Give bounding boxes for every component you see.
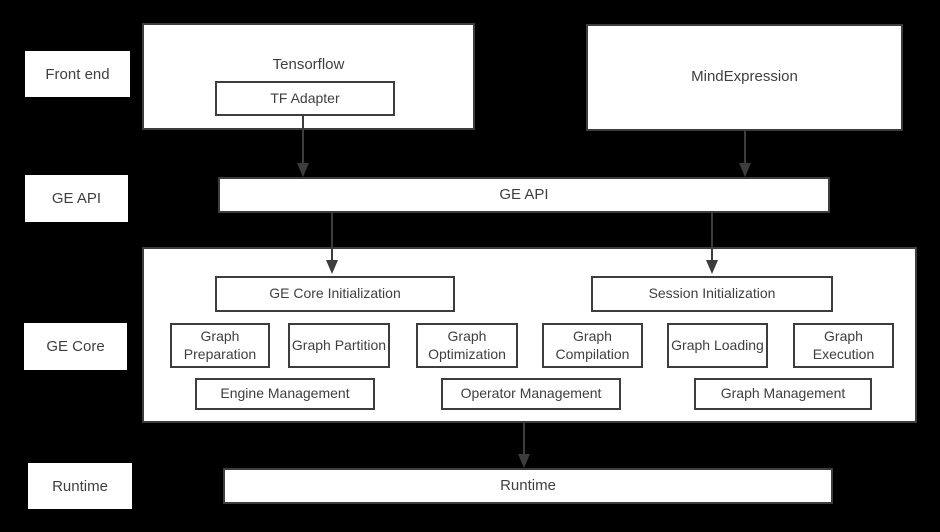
graph-preparation-box: Graph Preparation — [170, 323, 270, 368]
layer-label-ge-api-text: GE API — [51, 190, 102, 207]
tf-adapter-box: TF Adapter — [215, 81, 395, 116]
session-initialization-label: Session Initialization — [648, 285, 776, 302]
operator-management-box: Operator Management — [441, 378, 621, 410]
graph-execution-box: Graph Execution — [793, 323, 894, 368]
layer-label-front-end: Front end — [25, 51, 130, 97]
tf-adapter-label: TF Adapter — [270, 89, 340, 106]
graph-management-box: Graph Management — [694, 378, 872, 410]
graph-execution-label: Graph Execution — [812, 328, 875, 362]
layer-label-ge-core: GE Core — [24, 323, 127, 370]
graph-partition-label: Graph Partition — [291, 336, 387, 353]
session-initialization-box: Session Initialization — [591, 276, 833, 312]
engine-management-box: Engine Management — [195, 378, 375, 410]
arrow-mindexpression-to-ge-api — [739, 131, 751, 177]
graph-optimization-box: Graph Optimization — [416, 323, 518, 368]
mindexpression-box: MindExpression — [586, 24, 903, 131]
ge-api-label: GE API — [499, 185, 549, 203]
graph-optimization-label: Graph Optimization — [428, 328, 506, 362]
layer-label-runtime: Runtime — [28, 463, 132, 509]
layer-label-front-end-text: Front end — [45, 65, 110, 83]
engine-management-label: Engine Management — [220, 385, 350, 402]
arrow-ge-core-to-runtime — [518, 423, 530, 468]
layer-label-ge-api: GE API — [25, 175, 128, 222]
tensorflow-label: Tensorflow — [272, 56, 345, 73]
tensorflow-box: Tensorflow TF Adapter — [142, 23, 475, 130]
graph-preparation-label: Graph Preparation — [183, 328, 257, 362]
graph-management-label: Graph Management — [720, 385, 846, 402]
layer-label-runtime-text: Runtime — [52, 477, 108, 495]
ge-core-initialization-label: GE Core Initialization — [269, 285, 401, 302]
layer-label-ge-core-text: GE Core — [46, 338, 105, 355]
operator-management-label: Operator Management — [460, 385, 602, 402]
runtime-label: Runtime — [500, 476, 556, 494]
graph-compilation-box: Graph Compilation — [542, 323, 643, 368]
ge-core-initialization-box: GE Core Initialization — [215, 276, 455, 312]
graph-loading-label: Graph Loading — [671, 336, 764, 353]
mindexpression-label: MindExpression — [691, 68, 798, 86]
graph-compilation-label: Graph Compilation — [555, 328, 630, 362]
runtime-bar: Runtime — [223, 468, 833, 504]
graph-partition-box: Graph Partition — [288, 323, 390, 368]
ge-core-box: GE Core Initialization Session Initializ… — [142, 247, 917, 423]
graph-loading-box: Graph Loading — [667, 323, 768, 368]
ge-api-bar: GE API — [218, 177, 830, 213]
